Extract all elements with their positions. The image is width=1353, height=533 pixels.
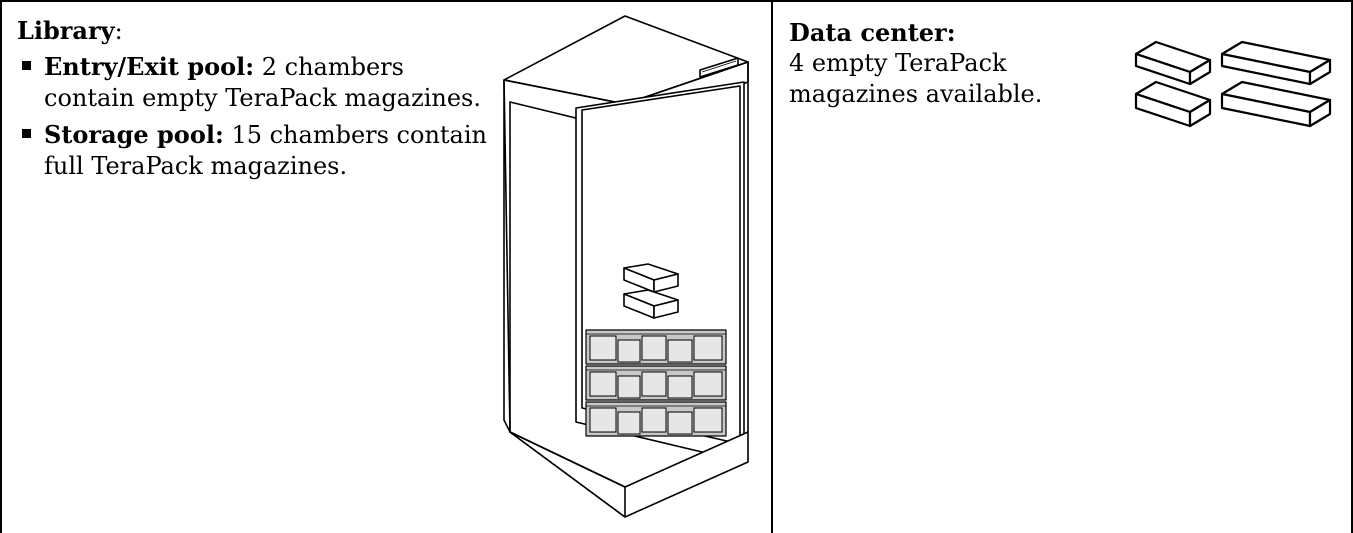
library-heading-colon: : xyxy=(114,17,123,45)
bullet-square-icon xyxy=(22,129,31,138)
library-heading-label: Library xyxy=(17,16,115,45)
data-center-description: 4 empty TeraPack magazines available. xyxy=(789,49,1043,108)
storage-pool-label: Storage pool: xyxy=(44,120,224,149)
data-center-cell-text: Data center: 4 empty TeraPack magazines … xyxy=(789,17,1119,110)
entry-exit-pool-text: 2 chambers contain empty TeraPack magazi… xyxy=(44,53,482,112)
table-left-border xyxy=(0,0,2,533)
bullet-square-icon xyxy=(22,61,31,70)
list-item-storage-pool: Storage pool: 15 chambers contain full T… xyxy=(17,119,487,182)
empty-magazines-icon xyxy=(1134,40,1332,128)
data-center-heading: Data center: xyxy=(789,18,956,47)
table-right-border xyxy=(1351,0,1353,533)
list-item-entry-exit-pool: Entry/Exit pool: 2 chambers contain empt… xyxy=(17,51,487,114)
storage-pool-text: 15 chambers contain full TeraPack magazi… xyxy=(44,121,487,180)
library-cell-text: Library: Entry/Exit pool: 2 chambers con… xyxy=(17,15,487,187)
table-top-border xyxy=(0,0,1353,2)
table-column-divider xyxy=(771,0,773,533)
entry-exit-pool-label: Entry/Exit pool: xyxy=(44,52,255,81)
library-heading: Library: xyxy=(17,15,487,47)
tape-library-cabinet-icon xyxy=(503,15,749,518)
library-pool-list: Entry/Exit pool: 2 chambers contain empt… xyxy=(17,51,487,182)
